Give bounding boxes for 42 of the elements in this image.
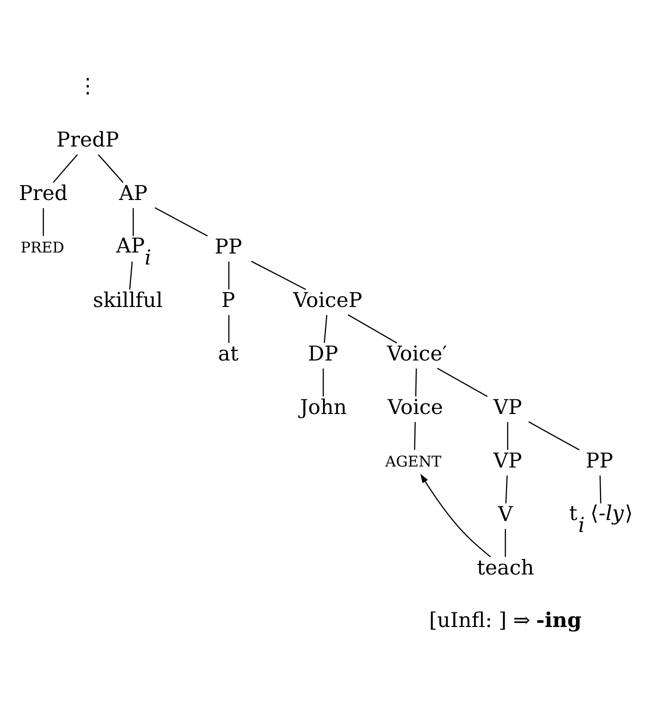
node-text: Pred [18,181,68,206]
node-text: VP [493,394,522,419]
connector [228,262,230,290]
node-text: PP [586,448,614,472]
node-text: V [498,502,513,526]
connector [228,315,230,343]
connector [251,260,306,290]
connector [505,475,508,504]
node-text: AP [119,181,148,206]
connector [348,314,398,344]
node-text: AGENT [385,453,442,470]
label: ⋮ [77,74,98,98]
connector [52,154,78,183]
connector [600,475,602,504]
node-text: PP [214,234,242,259]
node-text: Voice [388,394,443,419]
connector [129,262,133,290]
label: [uInfl: ] ⇒ -ing [429,608,582,632]
connector [42,208,44,236]
connector [504,528,506,557]
connector [132,208,134,236]
connector [415,368,417,396]
node-text: P [221,288,236,312]
connector [507,422,508,450]
node-text: PRED [20,239,64,256]
node-text: at [218,342,238,366]
node-text: skillful [92,288,163,312]
node-text: DP [308,342,338,366]
connector [528,421,580,450]
connector [436,368,488,397]
connector [324,314,328,343]
node-text: teach [476,555,534,580]
node-text: PredP [56,128,119,152]
node-text: John [300,394,347,419]
node-text: VP [493,448,522,472]
connector [414,422,416,450]
node-text: VoiceP [293,288,362,312]
node-text: Voice′ [387,342,448,366]
connector [322,368,324,396]
connector [154,207,208,236]
connector [98,154,124,183]
arrow [420,474,491,558]
